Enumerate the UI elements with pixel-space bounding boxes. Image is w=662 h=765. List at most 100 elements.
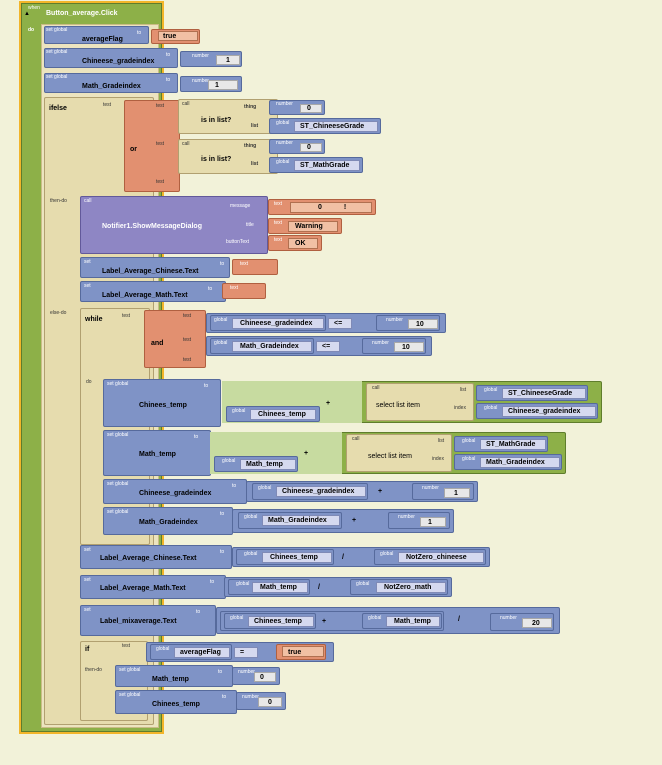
select-list-item-block[interactable] [346,434,452,472]
set-math-gradeindex-block[interactable] [103,507,233,535]
var-name: Chineese_gradeindex [139,490,212,497]
text-value-box [288,238,318,249]
select-list-item-label: select list item [368,453,412,460]
operator-dropdown[interactable] [316,341,340,352]
set-label-average-chinese[interactable] [80,545,232,569]
var-name: Math_Gradeindex [82,83,141,90]
set-global-label: set global [107,509,129,515]
to-label: to [204,383,209,389]
var-name: Chinees_temp [152,701,200,708]
value-text: 0 [268,699,272,706]
index-var: Chineese_gradeindex [508,408,581,415]
notifier-block[interactable] [80,196,268,254]
is-in-list-block[interactable] [178,99,278,134]
set-chinees-temp-block[interactable] [115,690,237,714]
select-list-item-block[interactable] [366,383,474,421]
prop-name: Label_Average_Chinese.Text [100,555,197,562]
var-slot [376,582,446,593]
test-label: test [183,357,192,363]
test-var: averageFlag [180,649,221,656]
var-name: Chineese_gradeindex [82,58,155,65]
set-label-mixaverage[interactable] [80,605,216,636]
var-slot [294,160,360,171]
to-label: to [218,669,223,675]
set-global-label: set global [119,692,141,698]
set-math-gradeindex-block[interactable] [44,73,178,93]
number-value-box [420,517,446,527]
empty-text-block[interactable] [222,283,266,299]
empty-text-block[interactable] [232,259,278,275]
to-label: to [220,261,225,267]
set-chineese-gradeindex-block[interactable] [44,48,178,68]
and-block[interactable] [144,310,206,368]
list-label: list [251,161,259,167]
var-name: averageFlag [82,36,123,43]
value-text: 10 [402,344,410,351]
plus-operator: + [304,450,309,457]
number-label: number [372,340,389,346]
compare-var: Chineese_gradeindex [240,320,313,327]
number-label: number [192,53,209,59]
var-slot [250,409,316,420]
add-var: Math_temp [246,461,283,468]
global-label: global [230,615,244,621]
global-label: global [380,551,394,557]
divisor-var: NotZero_chineese [406,554,467,561]
button-value: OK [295,240,306,247]
event-name: Button_average.Click [46,10,118,17]
is-in-list-block[interactable] [178,139,278,174]
var-slot [502,406,596,417]
or-block[interactable] [124,100,180,192]
var-slot [386,616,440,627]
set-chinees-temp-block[interactable] [103,379,221,427]
add-var: Chineese_gradeindex [282,488,355,495]
set-math-temp-block[interactable] [103,430,211,476]
plus-operator: + [322,618,327,625]
set-averageflag-block[interactable] [44,26,149,44]
global-label: global [462,456,476,462]
when-label: when [28,5,40,11]
operator-dropdown[interactable] [328,318,352,329]
index-label: index [432,456,444,462]
var-slot [294,121,378,132]
thing-label: thing [244,143,257,149]
prop-name: Label_Average_Math.Text [100,585,186,592]
to-label: to [166,52,171,58]
compare-var: Math_Gradeindex [240,343,299,350]
list-var: ST_MathGrade [300,162,350,169]
number-value-box [258,697,282,707]
to-label: to [166,77,171,83]
global-label: global [276,159,290,165]
global-label: global [232,408,246,414]
test-label: test [156,179,165,185]
to-label: to [222,694,227,700]
var-slot [232,341,312,352]
value-text: 1 [226,57,230,64]
number-label: number [192,78,209,84]
set-label-average-math[interactable] [80,575,226,599]
list-var: ST_MathGrade [486,441,536,448]
number-value-box [444,488,470,498]
global-label: global [258,485,272,491]
set-global-label: set global [46,74,68,80]
is-in-list-label: is in list? [201,117,232,124]
operator-dropdown[interactable] [234,647,258,658]
plus-operator: + [352,517,357,524]
collapse-arrow-icon[interactable]: ▲ [24,11,30,17]
add-var: Math_Gradeindex [268,517,327,524]
number-label: number [422,485,439,491]
set-label: set [84,547,91,553]
text-value-box [290,202,372,213]
list-label: list [460,387,467,393]
divide-operator: / [318,584,320,591]
set-global-label: set global [119,667,141,673]
set-label-average-chinese[interactable] [80,257,230,278]
var-slot [252,582,308,593]
global-label: global [462,438,476,444]
global-label: global [484,387,498,393]
divisor-var: NotZero_math [384,584,432,591]
number-label: number [386,317,403,323]
set-global-label: set global [107,432,129,438]
global-label: global [236,581,250,587]
